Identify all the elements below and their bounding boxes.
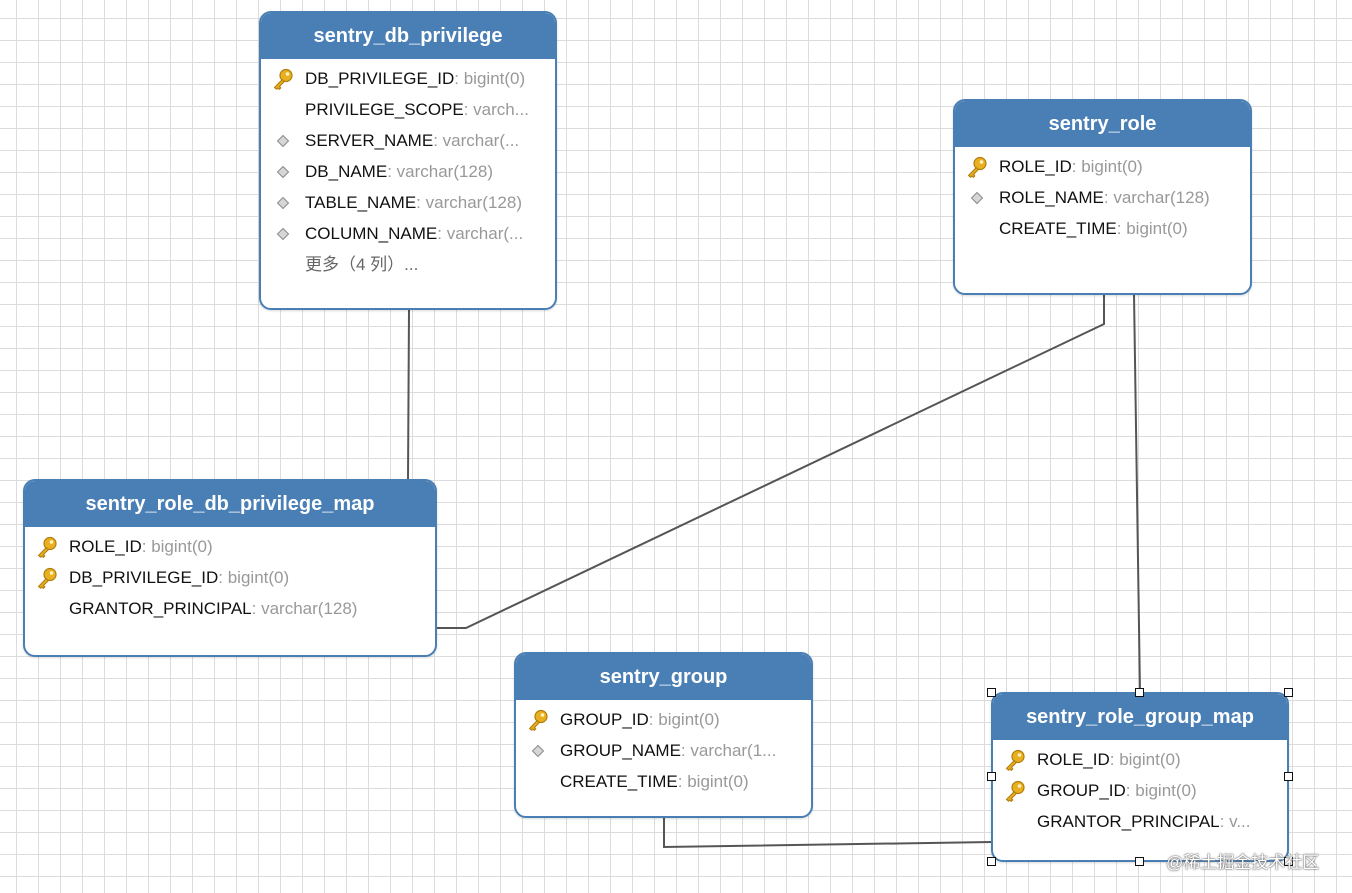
key-icon <box>35 535 59 559</box>
column-name: ROLE_NAME <box>999 188 1104 207</box>
diamond-icon <box>965 186 989 210</box>
column-row[interactable]: SERVER_NAME: varchar(... <box>261 125 555 156</box>
entity-title: sentry_role_db_privilege_map <box>25 481 435 527</box>
column-name: COLUMN_NAME <box>305 224 438 243</box>
resize-handle-top-left[interactable] <box>987 688 996 697</box>
column-name: DB_NAME <box>305 162 388 181</box>
column-name: ROLE_ID <box>999 157 1072 176</box>
column-type: : v... <box>1219 812 1251 831</box>
diamond-icon <box>271 129 295 153</box>
column-name: GROUP_ID <box>1037 781 1126 800</box>
entity-title: sentry_group <box>516 654 811 700</box>
column-row[interactable]: GROUP_ID: bigint(0) <box>993 775 1287 806</box>
link-role-to-role-group-map <box>1133 293 1141 694</box>
column-row[interactable]: PRIVILEGE_SCOPE: varch... <box>261 94 555 125</box>
column-name: CREATE_TIME <box>999 219 1117 238</box>
column-type: : bigint(0) <box>1109 750 1181 769</box>
column-type: : varchar(128) <box>416 193 522 212</box>
column-name: ROLE_ID <box>69 537 142 556</box>
column-type: : bigint(0) <box>1071 157 1143 176</box>
column-row[interactable]: TABLE_NAME: varchar(128) <box>261 187 555 218</box>
entity-sentry-group[interactable]: sentry_group GROUP_ID: bigint(0) GROUP_N… <box>514 652 813 818</box>
column-type: : varchar(128) <box>251 599 358 618</box>
diamond-icon <box>271 191 295 215</box>
link-role-to-privilege-map <box>436 294 1105 629</box>
link-db-privilege-to-privilege-map <box>407 309 410 481</box>
resize-handle-bottom[interactable] <box>1135 857 1144 866</box>
column-type: : varchar(... <box>437 224 524 243</box>
column-list: GROUP_ID: bigint(0) GROUP_NAME: varchar(… <box>516 700 811 797</box>
column-name: GRANTOR_PRINCIPAL <box>69 599 252 618</box>
resize-handle-top-right[interactable] <box>1284 688 1293 697</box>
column-name: GROUP_NAME <box>560 741 681 760</box>
key-icon <box>271 67 295 91</box>
key-icon <box>526 708 550 732</box>
more-columns-link[interactable]: 更多（4 列）... <box>305 255 419 274</box>
entity-title: sentry_role <box>955 101 1250 147</box>
column-row[interactable]: COLUMN_NAME: varchar(... <box>261 218 555 249</box>
column-list: ROLE_ID: bigint(0) DB_PRIVILEGE_ID: bigi… <box>25 527 435 624</box>
key-icon <box>965 155 989 179</box>
diamond-icon <box>526 739 550 763</box>
column-name: CREATE_TIME <box>560 772 678 791</box>
column-row[interactable]: DB_NAME: varchar(128) <box>261 156 555 187</box>
column-list: ROLE_ID: bigint(0) ROLE_NAME: varchar(12… <box>955 147 1250 244</box>
column-row[interactable]: CREATE_TIME: bigint(0) <box>516 766 811 797</box>
resize-handle-left[interactable] <box>987 772 996 781</box>
column-list: DB_PRIVILEGE_ID: bigint(0) PRIVILEGE_SCO… <box>261 59 555 280</box>
entity-sentry-role-db-privilege-map[interactable]: sentry_role_db_privilege_map ROLE_ID: bi… <box>23 479 437 657</box>
column-name: TABLE_NAME <box>305 193 417 212</box>
column-row[interactable]: GROUP_NAME: varchar(1... <box>516 735 811 766</box>
column-type: : bigint(0) <box>141 537 213 556</box>
column-type: : bigint(0) <box>1116 219 1188 238</box>
column-type: : bigint(0) <box>1125 781 1197 800</box>
column-row[interactable]: GRANTOR_PRINCIPAL: varchar(128) <box>25 593 435 624</box>
column-row[interactable]: CREATE_TIME: bigint(0) <box>955 213 1250 244</box>
resize-handle-right[interactable] <box>1284 772 1293 781</box>
column-name: ROLE_ID <box>1037 750 1110 769</box>
key-icon <box>1003 779 1027 803</box>
column-name: DB_PRIVILEGE_ID <box>69 568 219 587</box>
column-row[interactable]: ROLE_ID: bigint(0) <box>25 531 435 562</box>
column-name: GROUP_ID <box>560 710 649 729</box>
column-name: GRANTOR_PRINCIPAL <box>1037 812 1220 831</box>
key-icon <box>35 566 59 590</box>
resize-handle-bottom-right[interactable] <box>1284 857 1293 866</box>
column-type: : varchar(1... <box>680 741 777 760</box>
entity-sentry-db-privilege[interactable]: sentry_db_privilege DB_PRIVILEGE_ID: big… <box>259 11 557 310</box>
entity-title: sentry_db_privilege <box>261 13 555 59</box>
key-icon <box>1003 748 1027 772</box>
resize-handle-top[interactable] <box>1135 688 1144 697</box>
column-row[interactable]: ROLE_ID: bigint(0) <box>993 744 1287 775</box>
column-row[interactable]: ROLE_NAME: varchar(128) <box>955 182 1250 213</box>
column-type: : varchar(128) <box>387 162 494 181</box>
column-name: PRIVILEGE_SCOPE <box>305 100 464 119</box>
column-type: : bigint(0) <box>677 772 749 791</box>
diamond-icon <box>271 160 295 184</box>
column-row[interactable]: GROUP_ID: bigint(0) <box>516 704 811 735</box>
column-row[interactable]: DB_PRIVILEGE_ID: bigint(0) <box>261 63 555 94</box>
column-row[interactable]: GRANTOR_PRINCIPAL: v... <box>993 806 1287 837</box>
column-list: ROLE_ID: bigint(0) GROUP_ID: bigint(0) G… <box>993 740 1287 837</box>
column-row[interactable]: DB_PRIVILEGE_ID: bigint(0) <box>25 562 435 593</box>
entity-sentry-role[interactable]: sentry_role ROLE_ID: bigint(0) ROLE_NAME… <box>953 99 1252 295</box>
column-type: : varchar(... <box>433 131 520 150</box>
column-row[interactable]: ROLE_ID: bigint(0) <box>955 151 1250 182</box>
column-name: SERVER_NAME <box>305 131 434 150</box>
column-type: : bigint(0) <box>454 69 526 88</box>
column-type: : varch... <box>463 100 529 119</box>
watermark-text: @稀土掘金技术社区 <box>1166 853 1320 872</box>
entity-sentry-role-group-map[interactable]: sentry_role_group_map ROLE_ID: bigint(0)… <box>991 692 1289 862</box>
column-type: : bigint(0) <box>648 710 720 729</box>
diamond-icon <box>271 222 295 246</box>
column-name: DB_PRIVILEGE_ID <box>305 69 455 88</box>
link-group-to-role-group-map <box>663 817 993 849</box>
column-type: : varchar(128) <box>1103 188 1210 207</box>
resize-handle-bottom-left[interactable] <box>987 857 996 866</box>
column-type: : bigint(0) <box>218 568 290 587</box>
entity-title: sentry_role_group_map <box>993 694 1287 740</box>
